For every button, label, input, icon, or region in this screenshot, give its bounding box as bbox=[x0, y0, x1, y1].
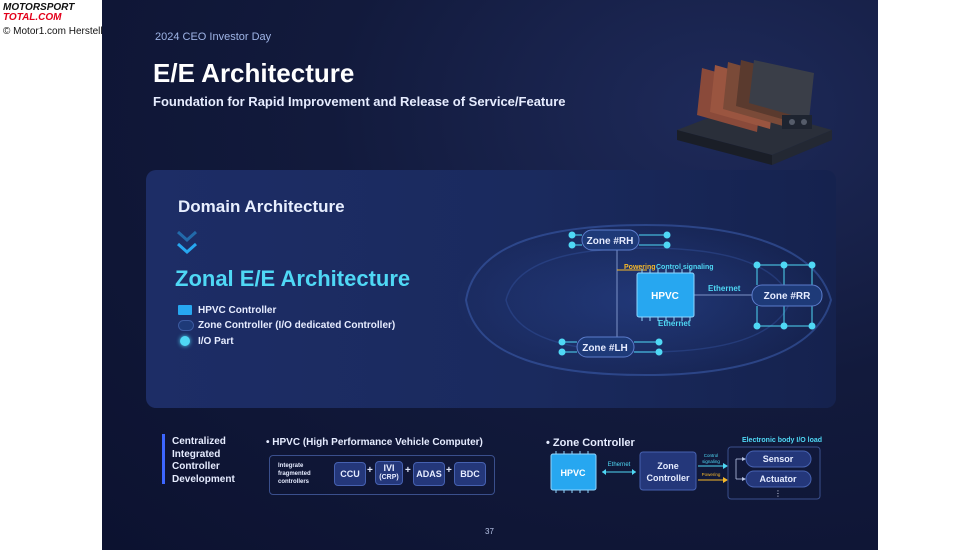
chip-sublabel: (CRP) bbox=[379, 474, 399, 481]
logo-bottom-text: TOTAL.COM bbox=[3, 12, 62, 23]
sensor-label: Sensor bbox=[763, 454, 794, 464]
zone-controller-legend-swatch bbox=[178, 320, 194, 331]
controller-hardware-image bbox=[677, 60, 832, 165]
chip-label: BDC bbox=[460, 469, 480, 479]
zone-lh-node bbox=[576, 336, 635, 358]
plus-sign: + bbox=[446, 465, 452, 476]
motorsport-total-logo: MOTORSPORT TOTAL.COM bbox=[3, 3, 74, 23]
logo-top-text: MOTORSPORT bbox=[3, 2, 75, 13]
ethernet-label-below: Ethernet bbox=[658, 319, 691, 328]
legend-label-hpvc: HPVC Controller bbox=[198, 305, 277, 316]
page-number: 37 bbox=[485, 527, 494, 536]
hpvc-label: HPVC bbox=[651, 291, 679, 302]
centralized-line: Centralized bbox=[172, 436, 226, 447]
zone-controller-diagram: HPVC Ethernet Zone Controller Control si… bbox=[550, 437, 822, 500]
image-credit: © Motor1.com Hersteller bbox=[3, 26, 112, 37]
hpvc-controller-legend-swatch bbox=[178, 305, 192, 315]
slide-subtitle: Foundation for Rapid Improvement and Rel… bbox=[153, 94, 566, 109]
legend-label-io: I/O Part bbox=[198, 336, 234, 347]
zone-rh-label: Zone #RH bbox=[587, 236, 634, 247]
powering-label: Powering bbox=[624, 264, 656, 271]
zonal-diagram: Zone #RH Zone #LH Zone #RR HPVC Powering… bbox=[558, 229, 823, 358]
chevron-down-icon bbox=[177, 230, 197, 255]
zone-diag-powering-label: Powering bbox=[702, 472, 721, 477]
zone-diag-control-line-2: signaling bbox=[702, 459, 720, 464]
more-items-indicator: ⋮ bbox=[774, 489, 782, 498]
presentation-slide: 2024 CEO Investor Day E/E Architecture F… bbox=[102, 0, 878, 550]
ccu-chip: CCU bbox=[334, 462, 366, 486]
centralized-controller-text: Centralized Integrated Controller Develo… bbox=[172, 436, 235, 486]
legend-label-zone: Zone Controller (I/O dedicated Controlle… bbox=[198, 320, 396, 331]
ethernet-label-right: Ethernet bbox=[708, 284, 741, 293]
chip-label: IVI bbox=[383, 463, 395, 473]
zone-diag-ethernet-label: Ethernet bbox=[608, 462, 631, 468]
hpvc-section-title: • HPVC (High Performance Vehicle Compute… bbox=[266, 437, 483, 448]
section-accent-bar bbox=[162, 434, 165, 484]
plus-sign: + bbox=[367, 465, 373, 476]
ivi-chip: IVI (CRP) bbox=[375, 461, 403, 485]
zone-controller-line-2: Controller bbox=[646, 473, 689, 483]
chip-label: CCU bbox=[340, 469, 360, 479]
adas-chip: ADAS bbox=[413, 462, 445, 486]
centralized-line: Integrated bbox=[172, 448, 221, 460]
zone-diag-control-line-1: Control bbox=[704, 453, 719, 458]
io-load-title: Electronic body I/O load bbox=[742, 437, 822, 444]
chip-label: ADAS bbox=[416, 469, 442, 479]
plus-sign: + bbox=[405, 465, 411, 476]
control-signaling-label: Control signaling bbox=[656, 264, 714, 271]
zone-controller-section-title: • Zone Controller bbox=[546, 437, 635, 449]
event-label: 2024 CEO Investor Day bbox=[155, 31, 272, 43]
zone-rh-node bbox=[581, 229, 640, 251]
hpvc-integration-box bbox=[269, 455, 495, 495]
zone-rr-node bbox=[751, 284, 823, 307]
integrate-text: Integrate fragmented controllers bbox=[278, 462, 328, 486]
slide-title: E/E Architecture bbox=[153, 58, 355, 88]
centralized-line: Controller bbox=[172, 461, 220, 472]
integrate-line: controllers bbox=[278, 479, 310, 485]
zone-lh-label: Zone #LH bbox=[582, 343, 628, 354]
io-part-legend-swatch bbox=[180, 336, 190, 346]
actuator-label: Actuator bbox=[759, 474, 796, 484]
bdc-chip: BDC bbox=[454, 462, 486, 486]
zone-rr-label: Zone #RR bbox=[764, 291, 811, 302]
centralized-line: Development bbox=[172, 473, 235, 485]
zone-diag-hpvc-label: HPVC bbox=[560, 468, 586, 478]
zonal-architecture-heading: Zonal E/E Architecture bbox=[175, 266, 411, 291]
domain-architecture-heading: Domain Architecture bbox=[178, 197, 345, 216]
integrate-line: fragmented bbox=[278, 471, 311, 477]
zone-controller-line-1: Zone bbox=[657, 461, 679, 471]
integrate-line: Integrate bbox=[278, 463, 304, 469]
